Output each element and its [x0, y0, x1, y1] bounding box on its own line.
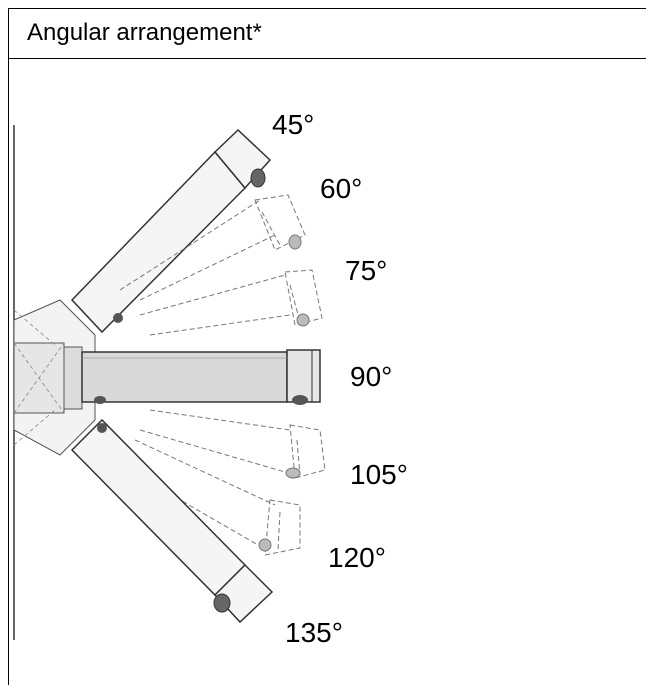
arm-60	[119, 194, 306, 301]
table-cell-frame	[8, 8, 646, 685]
angle-label-45: 45°	[272, 109, 314, 140]
arm-105	[139, 409, 326, 479]
angle-label-120: 120°	[328, 542, 386, 573]
angle-label-60: 60°	[320, 173, 362, 204]
arm-90	[81, 349, 321, 405]
angle-label-135: 135°	[285, 617, 343, 648]
table-header-cell: Angular arrangement*	[9, 9, 646, 59]
arm-135	[70, 418, 274, 624]
hinge-block	[13, 299, 96, 456]
arm-45	[70, 128, 272, 334]
angle-label-90: 90°	[350, 361, 392, 392]
arm-75	[139, 269, 323, 336]
header-title: Angular arrangement*	[27, 19, 262, 46]
angle-label-105: 105°	[350, 459, 408, 490]
angle-label-75: 75°	[345, 255, 387, 286]
